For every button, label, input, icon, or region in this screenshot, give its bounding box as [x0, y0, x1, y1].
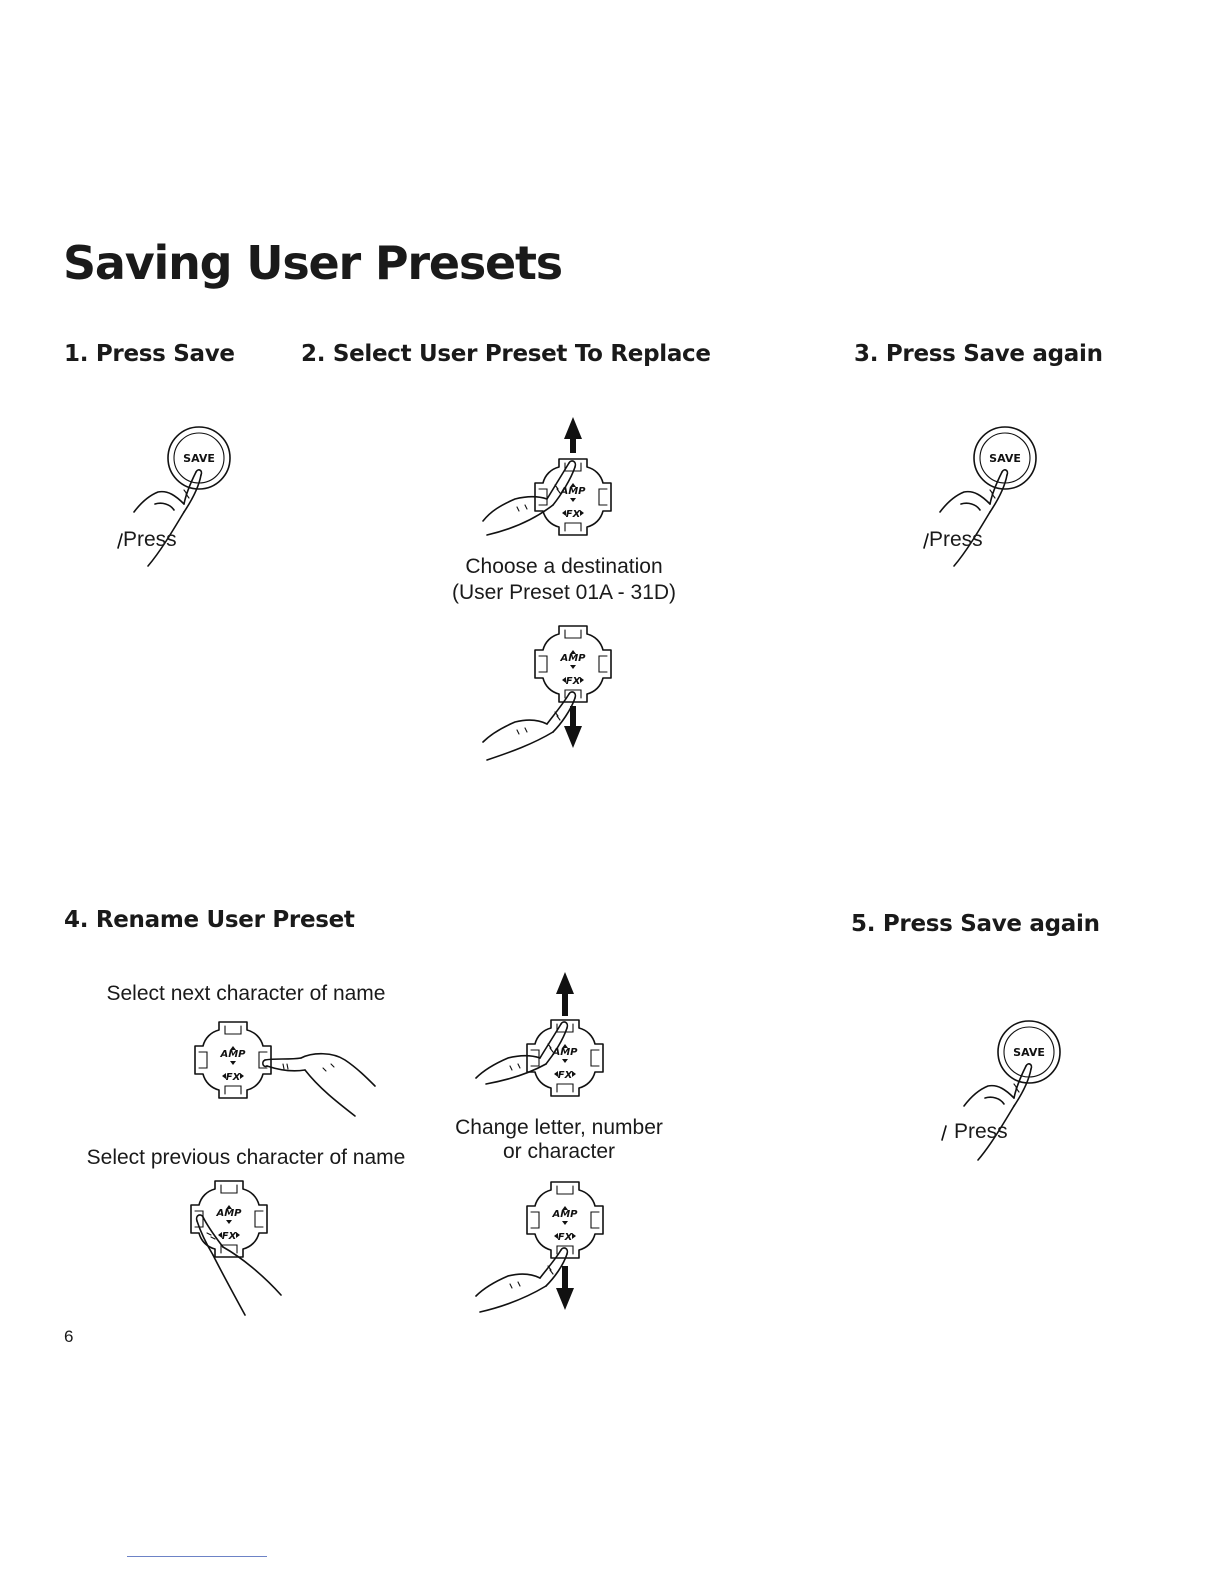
caption-next-character: Select next character of name: [106, 982, 386, 1005]
hand-pressing-icon: [475, 1021, 569, 1085]
arrow-down-icon: [556, 1266, 574, 1310]
save-button-label: SAVE: [989, 452, 1021, 465]
fx-label: FX: [566, 676, 582, 687]
hand-pressing-icon: [923, 469, 1009, 567]
step-3-heading: 3. Press Save again: [854, 341, 1103, 367]
caption-change-line1: Change letter, number: [455, 1116, 663, 1139]
fx-label: FX: [558, 1070, 574, 1081]
pad-press-down-step2: AMP FX: [455, 620, 625, 761]
amp-label: AMP: [551, 1047, 578, 1058]
caption-destination-line2: (User Preset 01A - 31D): [451, 581, 677, 604]
hand-pressing-icon: [195, 1214, 282, 1316]
pad-press-right: AMP FX: [185, 1012, 385, 1122]
save-button-illustration-step5: SAVE Press: [932, 1014, 1092, 1174]
fx-label: FX: [566, 509, 582, 520]
amp-label: AMP: [559, 486, 586, 497]
pad-press-up-step4: AMP FX: [450, 970, 620, 1110]
hand-pressing-icon: [475, 1247, 569, 1313]
step-2-heading: 2. Select User Preset To Replace: [301, 341, 711, 367]
hand-pressing-icon: [117, 469, 203, 567]
hand-pressing-icon: [482, 460, 577, 536]
fx-label: FX: [222, 1231, 238, 1242]
amp-fx-pad-icon: AMP FX: [190, 1180, 282, 1316]
arrow-up-icon: [564, 417, 582, 453]
press-label: Press: [929, 528, 983, 551]
save-button-icon: SAVE Press: [941, 1020, 1061, 1161]
press-label: Press: [954, 1120, 1008, 1143]
hand-pressing-icon: [262, 1052, 376, 1117]
page-number: 6: [64, 1327, 74, 1346]
pad-press-up-step2: AMP FX: [455, 415, 625, 545]
save-button-icon: SAVE Press: [923, 426, 1037, 567]
amp-fx-pad-icon: AMP FX: [482, 417, 612, 536]
save-button-label: SAVE: [1013, 1046, 1045, 1059]
hand-pressing-icon: [482, 691, 577, 761]
step-1-heading: 1. Press Save: [64, 341, 235, 367]
amp-fx-pad-icon: AMP FX: [475, 972, 604, 1097]
amp-fx-pad-icon: AMP FX: [482, 625, 612, 761]
save-button-illustration-step1: SAVE Press: [100, 420, 260, 580]
amp-label: AMP: [219, 1049, 246, 1060]
pad-press-left: AMP FX: [185, 1175, 305, 1320]
page-title: Saving User Presets: [63, 236, 563, 290]
press-label: Press: [123, 528, 177, 551]
caption-change-line2: or character: [502, 1140, 616, 1163]
fx-label: FX: [226, 1072, 242, 1083]
save-button-illustration-step3: SAVE Press: [906, 420, 1066, 580]
amp-fx-pad-icon: AMP FX: [194, 1021, 376, 1117]
hand-pressing-icon: [941, 1063, 1033, 1161]
step-4-heading: 4. Rename User Preset: [64, 907, 355, 933]
amp-label: AMP: [215, 1208, 242, 1219]
pad-press-down-step4: AMP FX: [450, 1176, 620, 1316]
amp-label: AMP: [551, 1209, 578, 1220]
save-button-label: SAVE: [183, 452, 215, 465]
caption-previous-character: Select previous character of name: [86, 1146, 406, 1169]
arrow-down-icon: [564, 706, 582, 748]
footer-divider: [127, 1556, 267, 1557]
fx-label: FX: [558, 1232, 574, 1243]
arrow-up-icon: [556, 972, 574, 1016]
amp-fx-pad-icon: AMP FX: [475, 1181, 604, 1313]
save-button-icon: SAVE Press: [117, 426, 231, 567]
caption-destination-line1: Choose a destination: [465, 555, 663, 578]
amp-label: AMP: [559, 653, 586, 664]
step-5-heading: 5. Press Save again: [851, 911, 1100, 937]
